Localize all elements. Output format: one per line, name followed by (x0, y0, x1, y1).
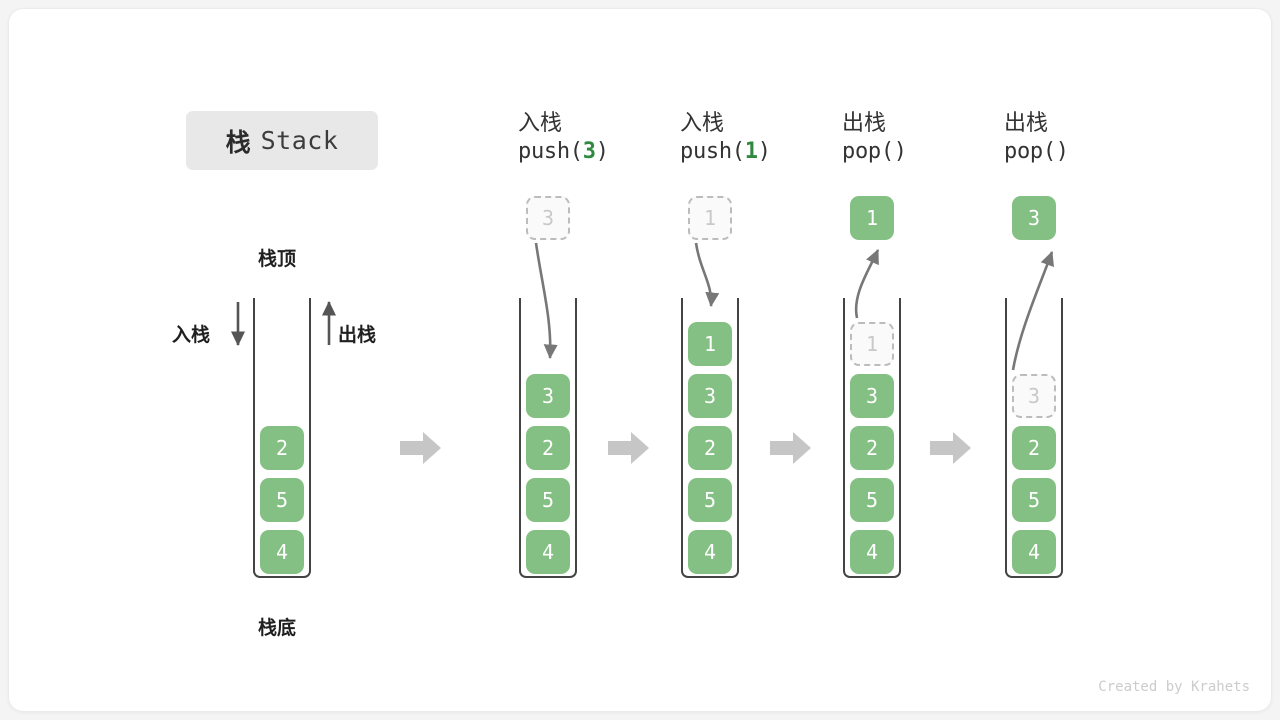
floating-cell-step-4: 3 (1012, 196, 1056, 240)
stack-cell-step-2-2: 2 (688, 426, 732, 470)
step-2-operation-name: 入栈 (680, 110, 725, 135)
stack-cell-step-1-2: 2 (526, 426, 570, 470)
stack-cell-step-4-5: 5 (1012, 478, 1056, 522)
flow-arrow-1 (400, 430, 442, 471)
flow-arrow-4 (930, 430, 972, 471)
title-cn: 栈 (225, 128, 251, 157)
stack-bottom-label: 栈底 (258, 618, 297, 639)
push-direction-label: 入栈 (172, 325, 211, 346)
step-4-operation-code: pop() (1004, 139, 1069, 165)
step-3-operation-name: 出栈 (842, 110, 887, 135)
stack-cell-step-1-4: 4 (526, 530, 570, 574)
stack-cell-step-3-2: 2 (850, 426, 894, 470)
credit-footer: Created by Krahets (1098, 679, 1250, 695)
stack-cell-step-4-2: 2 (1012, 426, 1056, 470)
stack-top-label: 栈顶 (258, 249, 297, 270)
stack-tube-step-3 (843, 298, 901, 578)
floating-cell-step-1: 3 (526, 196, 570, 240)
stack-cell-step-1-3: 3 (526, 374, 570, 418)
stack-cell-step-3-5: 5 (850, 478, 894, 522)
stack-cell-step-2-1: 1 (688, 322, 732, 366)
stack-cell-step-2-4: 4 (688, 530, 732, 574)
flow-arrow-2 (608, 430, 650, 471)
floating-cell-step-3: 1 (850, 196, 894, 240)
stack-cell-step-4-4: 4 (1012, 530, 1056, 574)
step-3-header: 出栈 pop() (842, 108, 907, 166)
stack-cell-step-3-3: 3 (850, 374, 894, 418)
step-4-operation-name: 出栈 (1004, 110, 1049, 135)
step-1-operation-arg: 3 (582, 139, 596, 165)
stack-cell-step-1-5: 5 (526, 478, 570, 522)
stack-cell-initial-4: 4 (260, 530, 304, 574)
stack-tube-step-1 (519, 298, 577, 578)
flow-arrow-3 (770, 430, 812, 471)
title-badge: 栈 Stack (186, 111, 378, 170)
stack-cell-step-3-4: 4 (850, 530, 894, 574)
step-1-header: 入栈 push(3) (518, 108, 609, 166)
stack-cell-step-2-5: 5 (688, 478, 732, 522)
stack-cell-step-3-1: 1 (850, 322, 894, 366)
step-1-operation-name: 入栈 (518, 110, 563, 135)
step-1-operation-code: push(3) (518, 139, 609, 165)
stack-tube-initial (253, 298, 311, 578)
stack-cell-step-4-3: 3 (1012, 374, 1056, 418)
title-en: Stack (260, 126, 339, 155)
stack-cell-initial-2: 2 (260, 426, 304, 470)
step-4-header: 出栈 pop() (1004, 108, 1069, 166)
stack-tube-step-4 (1005, 298, 1063, 578)
step-2-header: 入栈 push(1) (680, 108, 771, 166)
floating-cell-step-2: 1 (688, 196, 732, 240)
stack-cell-step-2-3: 3 (688, 374, 732, 418)
step-2-operation-arg: 1 (744, 139, 758, 165)
step-3-operation-code: pop() (842, 139, 907, 165)
pop-direction-label: 出栈 (338, 325, 377, 346)
stack-tube-step-2 (681, 298, 739, 578)
stack-cell-initial-5: 5 (260, 478, 304, 522)
step-2-operation-code: push(1) (680, 139, 771, 165)
